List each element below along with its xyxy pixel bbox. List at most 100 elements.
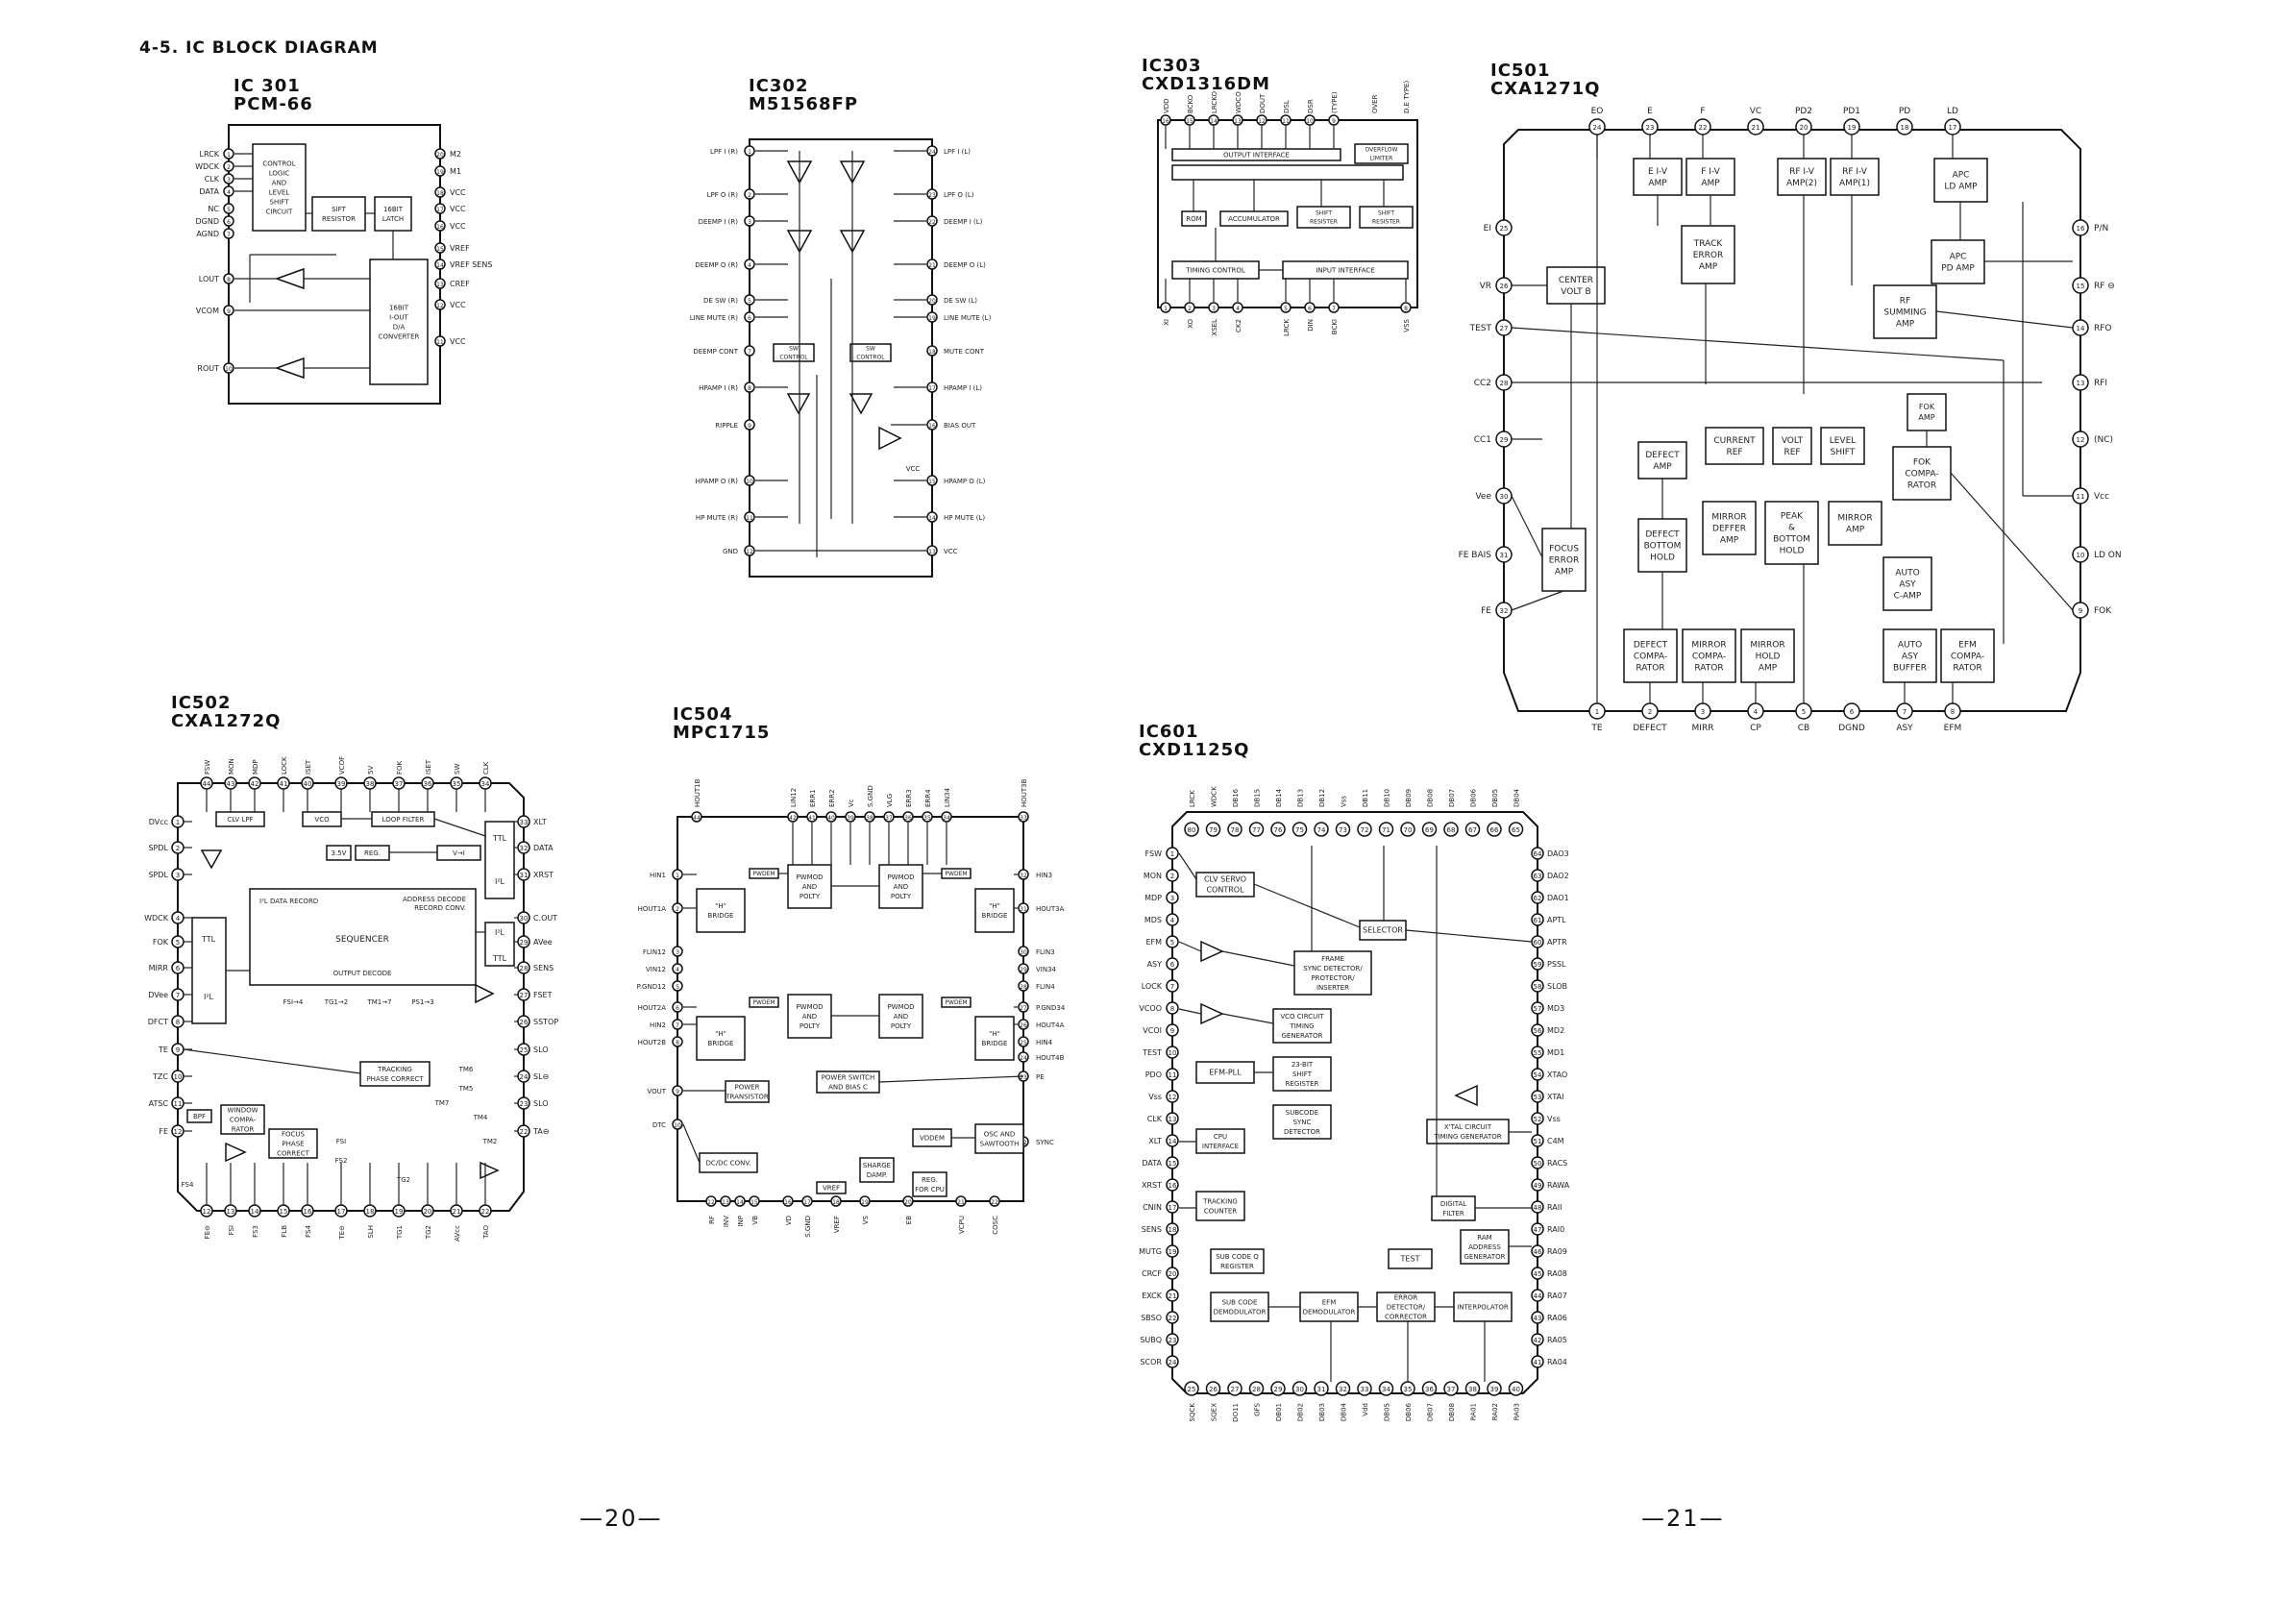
- ic502-clv-lpf: [215, 811, 265, 827]
- ic601-left-pin-label: LOCK: [1142, 982, 1163, 991]
- ic601-subcode-q-register-text: SUB CODE Q: [1216, 1253, 1259, 1261]
- ic601-title: IC601 CXD1125Q: [1139, 723, 1249, 759]
- pin: [1166, 1023, 1179, 1037]
- pin-number: 40: [304, 780, 312, 788]
- ic502-window-comparator: [220, 1104, 265, 1135]
- pin-number: 17: [436, 207, 444, 213]
- ic601-top-pin-label: Vss: [1341, 796, 1348, 807]
- ic501-top-pin-label: PD1: [1843, 107, 1860, 116]
- ic501-right-pin-label: RFO: [2094, 324, 2112, 333]
- ic301-control-logic-text: AND: [272, 179, 286, 186]
- pin-number: 6: [748, 315, 751, 322]
- ic601-xtal-timing-generator: [1426, 1119, 1510, 1144]
- pin: [2072, 219, 2089, 236]
- pin-number: 10: [2077, 552, 2085, 559]
- pin: [989, 1195, 1000, 1207]
- pin: [1357, 822, 1372, 837]
- ic504-top-pin-label: HOUT1B: [694, 778, 701, 807]
- pin: [782, 1195, 794, 1207]
- pin: [672, 1036, 683, 1047]
- ic601-right-pin-label: RA07: [1547, 1292, 1567, 1300]
- pin-number: 25: [1020, 1040, 1027, 1046]
- ic501-apc-pd-amp-text: APC: [1950, 253, 1967, 262]
- ic501-fok-comparator-text: COMPA-: [1905, 470, 1938, 480]
- ic301-left-pin-label: DGND: [195, 217, 219, 226]
- pin-number: 7: [227, 232, 231, 238]
- ic302-left-pin-label: HPAMP I (R): [699, 384, 738, 392]
- ic501-rf-iv-amp1-text: RF I-V: [1842, 167, 1868, 177]
- pin-number: 3: [1701, 708, 1705, 716]
- ic501-mirror-hold-amp-text: AMP: [1759, 664, 1778, 674]
- pin-number: 25: [520, 1046, 529, 1054]
- ic501-right-pin-label: RF ⊖: [2094, 282, 2115, 291]
- ic501-defect-amp: [1637, 441, 1687, 480]
- pin-number: 4: [227, 189, 231, 196]
- ic504-bottom-pin-label: RF: [708, 1216, 716, 1224]
- ic502-reg-text: REG.: [364, 849, 381, 857]
- ic502-tracking-phase-correct-text: TRACKING: [377, 1066, 412, 1073]
- ic501-auto-asy-camp: [1882, 556, 1932, 611]
- pin: [1018, 811, 1029, 823]
- pin-number: 27: [1231, 1386, 1240, 1393]
- pin: [787, 811, 799, 823]
- pin: [223, 215, 234, 227]
- ic502-right-pin-label: XRST: [533, 871, 554, 879]
- ic502-ttl-label-r2: TTL: [492, 954, 507, 963]
- ic601-right-pin-label: RACS: [1547, 1159, 1567, 1168]
- ic504-power-transistor-text: TRANSISTOR: [725, 1093, 769, 1100]
- ic303-accumulator-text: ACCUMULATOR: [1228, 215, 1280, 223]
- pin-number: 10: [174, 1073, 183, 1081]
- ic303-overflow-limiter-text: LIMITER: [1370, 156, 1393, 162]
- wire: [1178, 941, 1202, 952]
- pin-number: 51: [1534, 1138, 1542, 1145]
- ic601-error-detector-corrector: [1376, 1292, 1436, 1322]
- pin-number: 61: [1534, 917, 1542, 924]
- ic501-fok-comparator: [1892, 446, 1952, 501]
- wire: [878, 1075, 1024, 1083]
- pin: [1443, 1381, 1459, 1396]
- pin-number: 23: [928, 192, 936, 199]
- pin: [1205, 1381, 1221, 1396]
- pin-number: 79: [1209, 826, 1218, 834]
- ic504-pwmod-3: [787, 994, 832, 1039]
- pin-number: 36: [1425, 1386, 1434, 1393]
- ic601-right-pin-label: APTR: [1547, 938, 1567, 947]
- ic502-inner-label: TM5: [458, 1085, 474, 1093]
- ic601-bottom-pin-label: GFS: [1254, 1402, 1262, 1415]
- ic504-sharge-damp-text: SHARGE: [863, 1162, 891, 1169]
- ic501-track-error-amp-text: AMP: [1699, 262, 1718, 272]
- ic601-clv-servo-control-text: CONTROL: [1206, 886, 1244, 895]
- pin: [926, 188, 938, 200]
- ic504-bottom-pin-label: VS: [862, 1215, 870, 1224]
- ic501-bottom-pin-label: ASY: [1896, 724, 1913, 733]
- ic501-fok-comparator-text: FOK: [1913, 458, 1931, 468]
- ic504-h-bridge-4: [974, 1016, 1015, 1061]
- ic601-left-pin-label: VCOI: [1143, 1026, 1162, 1035]
- ic601-top-pin-label: DB16: [1232, 788, 1240, 807]
- wire: [1405, 929, 1533, 943]
- pin: [1531, 1311, 1544, 1324]
- ic501-efm-comparator-text: EFM: [1958, 641, 1977, 651]
- pin-number: 60: [1534, 939, 1542, 947]
- pin: [1227, 1381, 1242, 1396]
- pin: [1314, 822, 1329, 837]
- ic501-left-pin-label: EI: [1484, 224, 1491, 234]
- ic501-top-pin-label: PD2: [1795, 107, 1812, 116]
- pin: [744, 258, 755, 270]
- ic501-mirror-deffer-amp-text: MIRROR: [1711, 513, 1746, 523]
- ic502-top-pin-label: VCOF: [338, 756, 346, 775]
- ic303-output-interface: [1171, 148, 1341, 161]
- pin: [1166, 891, 1179, 904]
- ic502-top-pin-label: SW: [454, 764, 461, 775]
- pin: [1184, 1381, 1199, 1396]
- pin-number: 19: [861, 1199, 869, 1206]
- ic501-left-pin-label: TEST: [1469, 324, 1492, 333]
- ic301-left-pin-label: ROUT: [197, 364, 219, 373]
- ic501-defect-bottom-hold-text: HOLD: [1650, 554, 1675, 563]
- pin: [672, 902, 683, 914]
- ic601-right-pin-label: XTAI: [1547, 1093, 1563, 1101]
- ic601-bottom-pin-label: RA02: [1491, 1403, 1499, 1420]
- ic601-left-pin-label: EXCK: [1142, 1292, 1163, 1300]
- pin-number: 2: [227, 164, 231, 171]
- ic302-part: M51568FP: [749, 94, 859, 114]
